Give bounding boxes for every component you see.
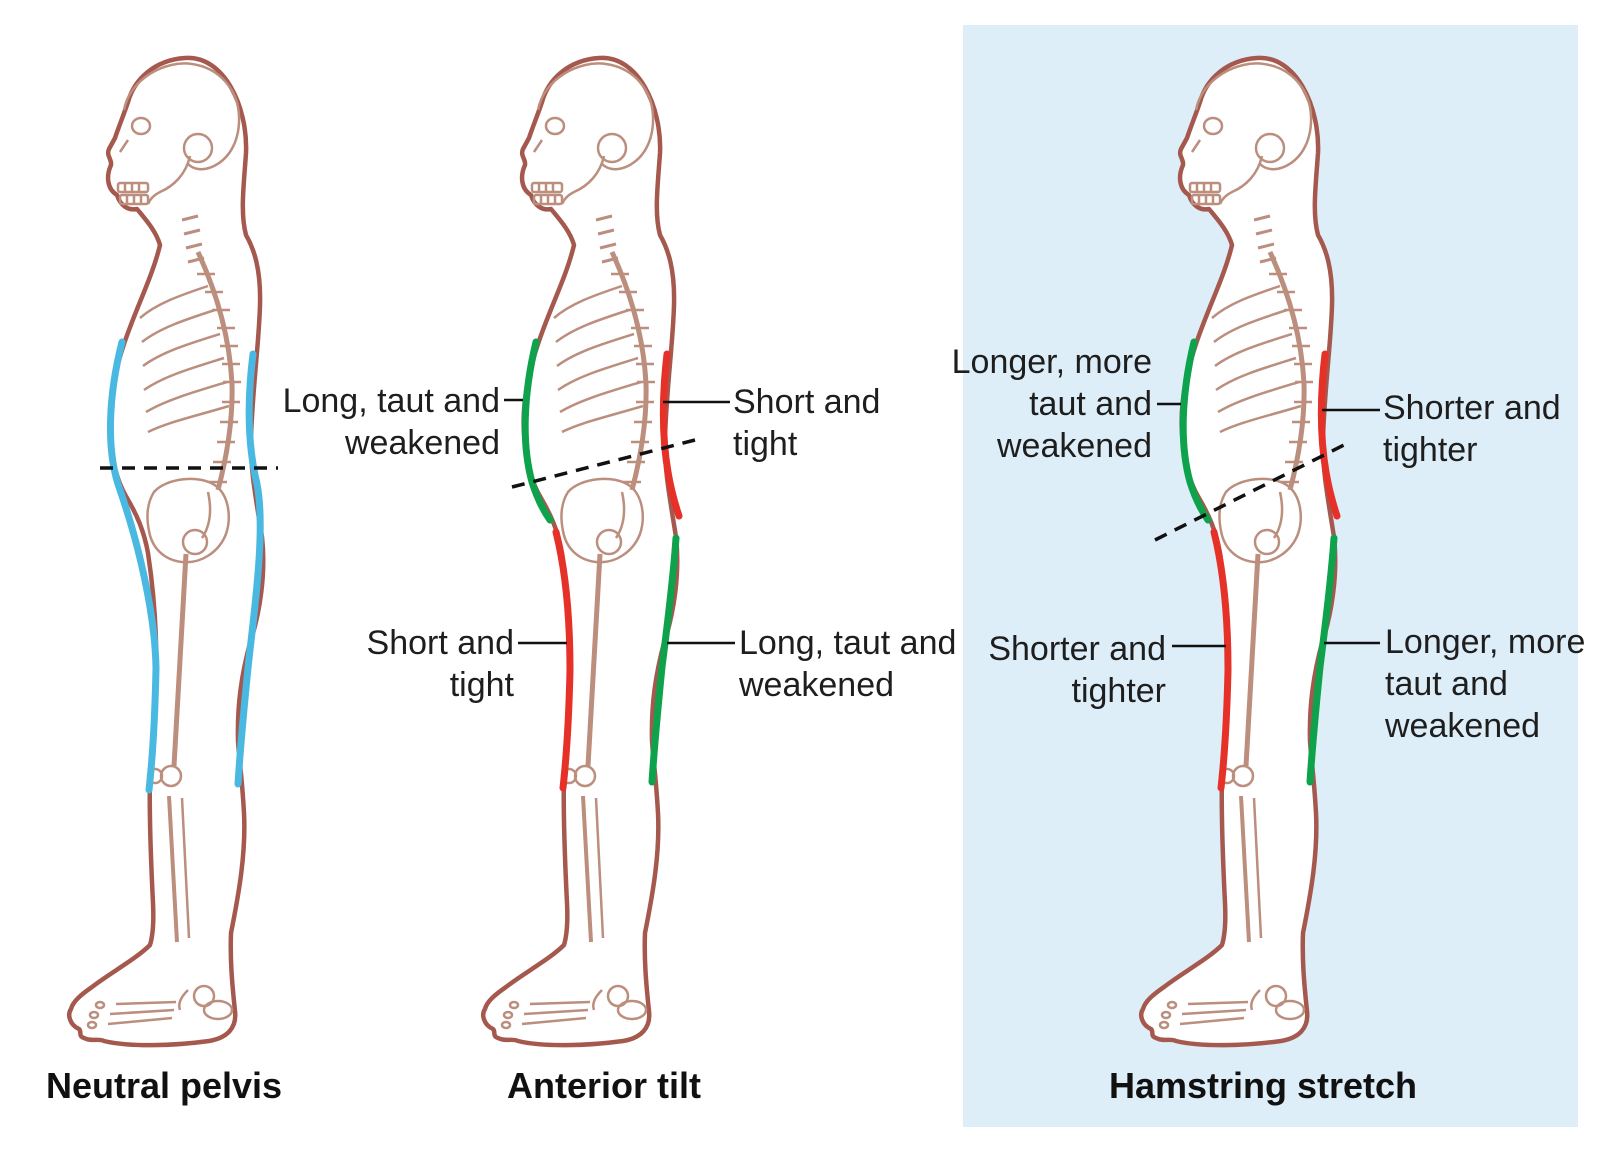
label-line: tight [733,425,798,463]
front-thigh-line-red [552,528,574,792]
label-line: weakened [1385,707,1541,745]
label-line: weakened [996,427,1152,465]
figure-hamstring-stretch [1141,58,1341,1045]
hamstring-line-green [1306,534,1338,786]
figure-anterior-tilt [483,58,683,1045]
label-line: taut and [1029,385,1152,423]
anterior-tilt-axis-dashed-line [511,438,696,489]
label-line: tight [449,666,514,704]
caption-anterior-tilt: Anterior tilt [507,1065,701,1106]
figure-neutral-pelvis [69,58,263,1045]
label-stretch-hamstrings: Longer, more taut and weakened [1385,621,1585,747]
label-line: tighter [1071,672,1167,710]
hamstring-stretch-leader-lines [1157,402,1380,648]
label-line: Shorter and [988,630,1166,668]
label-stretch-hip-flexors: Shorter and tighter [988,628,1166,712]
hamstring-stretch-axis-dashed-line [1154,441,1349,542]
label-line: weakened [344,424,500,462]
label-anterior-hip-flexors: Short and tight [367,622,514,706]
hamstring-line-green [648,534,680,786]
label-line: weakened [739,666,895,704]
lumbar-line-red [1317,350,1341,520]
anterior-tilt-leader-lines [504,398,735,645]
neutral-muscle-lines-blue [106,338,264,794]
label-line: tighter [1383,431,1478,469]
label-stretch-abdominals: Longer, more taut and weakened [952,341,1152,467]
label-anterior-lumbar: Short and tight [733,381,880,465]
front-thigh-line-red [1210,528,1232,792]
label-line: Shorter and [1383,389,1561,427]
caption-hamstring-stretch: Hamstring stretch [1108,1065,1418,1106]
label-line: Longer, more [1385,623,1586,661]
label-anterior-hamstrings: Long, taut and weakened [739,622,956,706]
label-line: Longer, more [951,343,1152,381]
lumbar-line-red [659,350,683,520]
label-line: Short and [733,383,881,421]
abdominal-line-green [521,338,554,524]
label-line: Long, taut and [739,624,957,662]
label-anterior-abdominals: Long, taut and weakened [283,380,500,464]
label-line: taut and [1385,665,1508,703]
caption-neutral-pelvis: Neutral pelvis [45,1065,283,1106]
label-stretch-lumbar: Shorter and tighter [1383,387,1561,471]
abdominal-line-green [1179,338,1212,524]
label-line: Long, taut and [282,382,500,420]
label-line: Short and [366,624,514,662]
